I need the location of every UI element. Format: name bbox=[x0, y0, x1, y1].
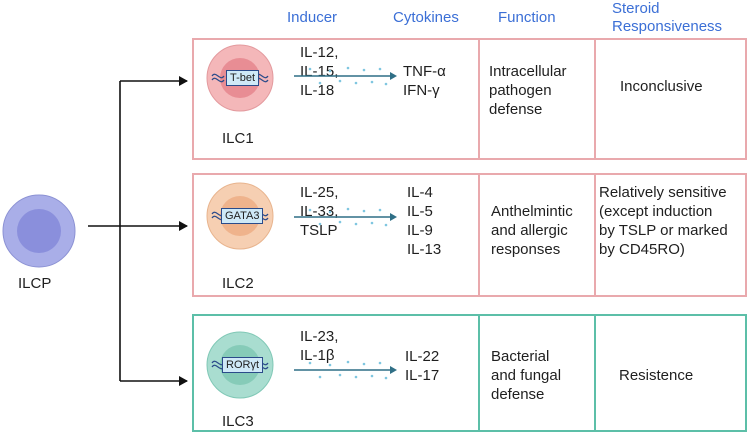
ilc1-steroid: Inconclusive bbox=[620, 78, 703, 95]
ilc3-row-box bbox=[192, 314, 747, 432]
ilc1-function-1: Intracellular bbox=[489, 63, 567, 80]
header-function: Function bbox=[498, 9, 556, 26]
ilc2-function-3: responses bbox=[491, 241, 561, 258]
ilc3-cytokine-2: IL-17 bbox=[405, 367, 440, 384]
ilc3-signal-arrow bbox=[294, 360, 397, 380]
ilc2-inducer-1: IL-25, bbox=[300, 184, 339, 201]
ilc2-cytokine-3: IL-9 bbox=[407, 222, 433, 239]
ilcp-cell-icon bbox=[2, 194, 76, 268]
ilc3-cytokine-1: IL-22 bbox=[405, 348, 440, 365]
ilc3-inducer-2: IL-1β bbox=[300, 347, 335, 364]
ilc1-tf-label: T-bet bbox=[226, 70, 260, 86]
ilc2-function-2: and allergic bbox=[491, 222, 568, 239]
ilc1-inducer-1: IL-12, bbox=[300, 44, 339, 61]
ilc2-label: ILC2 bbox=[222, 275, 254, 292]
ilc3-tf-label: RORγt bbox=[222, 357, 263, 373]
ilc1-function-2: pathogen bbox=[489, 82, 552, 99]
ilc1-signal-arrow bbox=[294, 66, 397, 86]
header-cytokines: Cytokines bbox=[393, 9, 459, 26]
ilc2-row-box bbox=[192, 173, 747, 297]
ilc2-signal-arrow bbox=[294, 207, 397, 227]
ilc2-inducer-3: TSLP bbox=[300, 222, 338, 239]
ilc2-separator-2 bbox=[594, 175, 596, 295]
ilc2-tf-label: GATA3 bbox=[221, 208, 264, 224]
ilc1-cytokine-1: TNF-α bbox=[403, 63, 446, 80]
header-steroid-line1: Steroid bbox=[612, 0, 660, 17]
ilc1-label: ILC1 bbox=[222, 130, 254, 147]
ilc3-separator-2 bbox=[594, 316, 596, 430]
ilc2-cytokine-1: IL-4 bbox=[407, 184, 433, 201]
ilc2-cytokine-2: IL-5 bbox=[407, 203, 433, 220]
header-steroid-line2: Responsiveness bbox=[612, 18, 723, 35]
ilc3-separator-1 bbox=[478, 316, 480, 430]
ilc3-label: ILC3 bbox=[222, 413, 254, 430]
ilc3-function-1: Bacterial bbox=[491, 348, 550, 365]
ilc2-function-1: Anthelmintic bbox=[491, 203, 573, 220]
ilc2-cytokine-4: IL-13 bbox=[407, 241, 442, 258]
ilc2-separator-1 bbox=[478, 175, 480, 295]
ilc3-inducer-1: IL-23, bbox=[300, 328, 339, 345]
ilc1-function-3: defense bbox=[489, 101, 543, 118]
ilcp-label: ILCP bbox=[18, 275, 52, 292]
ilc2-inducer-2: IL-33, bbox=[300, 203, 339, 220]
ilc2-steroid-4: by CD45RO) bbox=[599, 241, 685, 258]
ilc3-function-3: defense bbox=[491, 386, 545, 403]
ilc1-separator-2 bbox=[594, 40, 596, 158]
ilc1-cytokine-2: IFN-γ bbox=[403, 82, 440, 99]
ilc1-separator-1 bbox=[478, 40, 480, 158]
header-inducer: Inducer bbox=[287, 9, 338, 26]
ilc2-steroid-2: (except induction bbox=[599, 203, 713, 220]
ilc3-steroid: Resistence bbox=[619, 367, 694, 384]
ilc1-inducer-3: IL-18 bbox=[300, 82, 335, 99]
ilc2-steroid-1: Relatively sensitive bbox=[599, 184, 727, 201]
ilc1-row-box bbox=[192, 38, 747, 160]
ilc3-function-2: and fungal bbox=[491, 367, 562, 384]
ilc2-steroid-3: by TSLP or marked bbox=[599, 222, 728, 239]
